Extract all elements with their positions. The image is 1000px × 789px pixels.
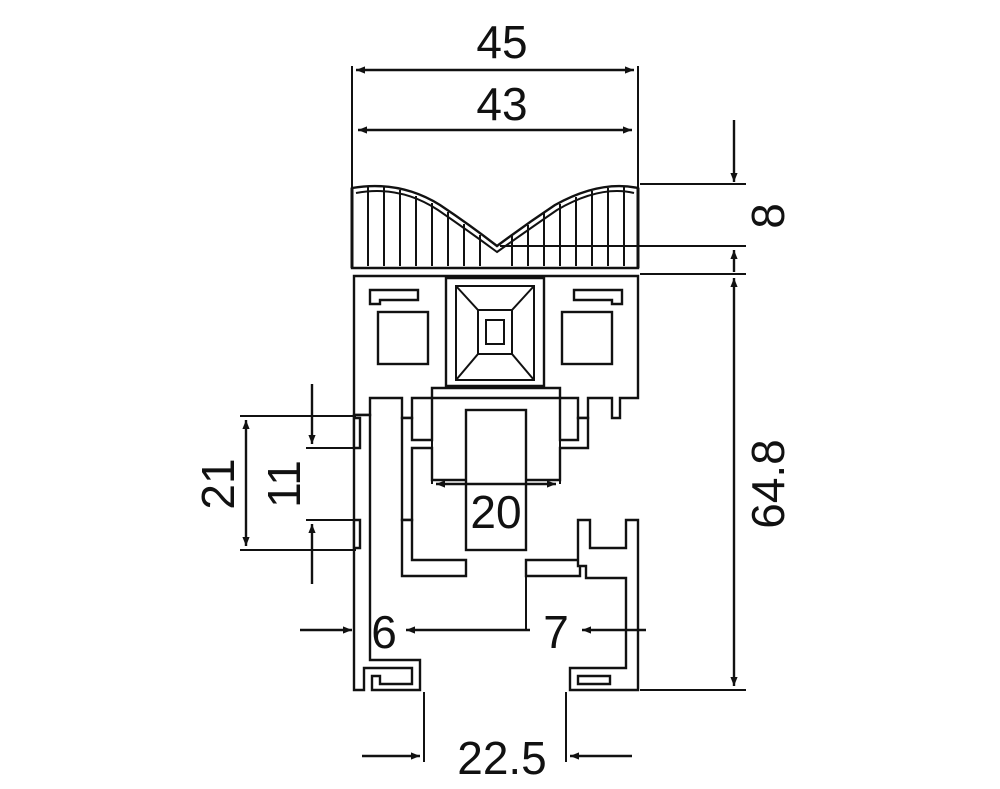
dim-right-offset-label: 7	[543, 606, 569, 658]
dim-top-height-label: 8	[742, 203, 794, 229]
dim-inner-width-label: 43	[476, 78, 527, 130]
main-profile	[352, 274, 640, 692]
dim-total-height-label: 64.8	[742, 439, 794, 529]
dimension-lines	[240, 66, 746, 762]
dim-slot-outer-label: 21	[192, 458, 244, 509]
dim-overall-width-label: 45	[476, 16, 527, 68]
top-gasket	[350, 184, 640, 270]
dim-left-offset-label: 6	[371, 606, 397, 658]
dim-slot-inner-label: 11	[258, 460, 310, 508]
dim-bottom-gap-label: 22.5	[457, 732, 547, 784]
dim-center-width-label: 20	[470, 486, 521, 538]
